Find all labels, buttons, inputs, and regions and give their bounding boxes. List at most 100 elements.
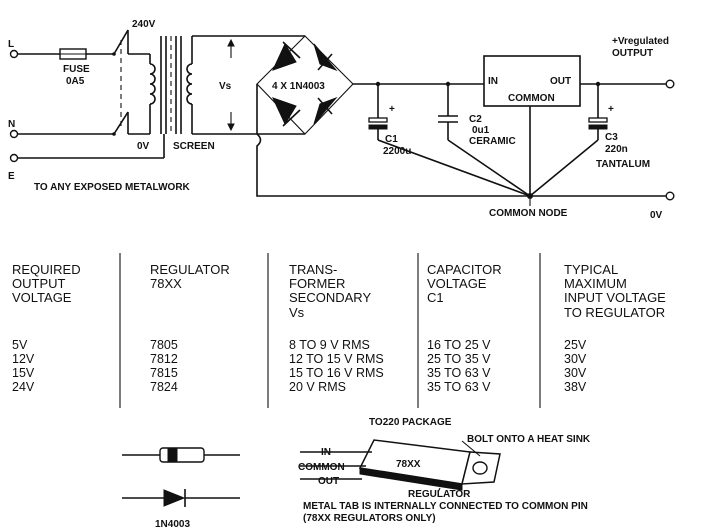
table-row: 12V 7812 12 TO 15 V RMS 25 TO 35 V 30V	[12, 352, 587, 366]
package-title: TO220 PACKAGE	[369, 417, 452, 428]
table-header: REQUIRED OUTPUT VOLTAGE REGULATOR 78XX T…	[12, 262, 666, 320]
table-row: 24V 7824 20 V RMS 35 TO 63 V 38V	[12, 380, 587, 394]
table-cell: 38V	[564, 380, 587, 394]
header-cell: SECONDARY	[289, 290, 371, 305]
to220-package-icon: TO220 PACKAGE IN COMMON OUT 78XX BOLT ON…	[298, 417, 591, 524]
voltage-regulator-icon: IN OUT COMMON	[483, 55, 581, 196]
table-cell: 20 V RMS	[289, 380, 346, 394]
table-cell: 24V	[12, 380, 35, 394]
header-cell: TYPICAL	[564, 262, 618, 277]
diode-icon	[313, 96, 338, 125]
diode-icon	[122, 489, 240, 507]
header-cell: 78XX	[150, 276, 182, 291]
package-body-label: 78XX	[396, 459, 421, 470]
table-cell: 7815	[150, 366, 178, 380]
regulator-table: REQUIRED OUTPUT VOLTAGE REGULATOR 78XX T…	[12, 253, 666, 408]
header-cell: C1	[427, 290, 444, 305]
neutral-label: N	[8, 119, 15, 130]
header-cell: REQUIRED	[12, 262, 81, 277]
table-cell: 5V	[12, 338, 28, 352]
capacitor-icon	[438, 84, 531, 197]
c2-name-label: C2	[469, 114, 482, 125]
output-line2: OUTPUT	[612, 48, 653, 59]
electrolytic-capacitor-icon	[529, 84, 608, 197]
reg-in-label: IN	[488, 76, 498, 87]
diode-package-drawing	[122, 447, 240, 463]
header-cell: CAPACITOR	[427, 262, 502, 277]
table-row: 5V 7805 8 TO 9 V RMS 16 TO 25 V 25V	[12, 338, 587, 352]
package-common-label: COMMON	[298, 462, 345, 473]
table-cell: 7805	[150, 338, 178, 352]
header-cell: INPUT VOLTAGE	[564, 290, 666, 305]
primary-0v-label: 0V	[137, 141, 150, 152]
common-node-dot	[527, 193, 533, 199]
reg-out-label: OUT	[550, 76, 571, 87]
table-cell: 30V	[564, 352, 587, 366]
c1-name-label: C1	[385, 134, 398, 145]
bridge-rectifier: 4 X 1N4003	[256, 35, 354, 135]
header-cell: VOLTAGE	[12, 290, 72, 305]
diode-icon	[272, 97, 301, 127]
table-cell: 12V	[12, 352, 35, 366]
diode-icon	[313, 43, 338, 72]
live-label: L	[8, 39, 14, 50]
c1-plus-label: +	[389, 104, 395, 115]
header-cell: OUTPUT	[12, 276, 66, 291]
c2-value-label: 0u1	[472, 125, 490, 136]
diode-label: 1N4003	[155, 519, 190, 530]
table-cell: 12 TO 15 V RMS	[289, 352, 384, 366]
transformer-icon: SCREEN	[149, 36, 215, 152]
terminal-icon	[665, 191, 675, 201]
mains-input: L N E FUSE 0A5 240V 0V TO ANY EXPOSED ME	[8, 19, 191, 193]
table-cell: 35 TO 63 V	[427, 380, 491, 394]
package-in-label: IN	[321, 447, 331, 458]
table-cell: 8 TO 9 V RMS	[289, 338, 370, 352]
primary-240v-label: 240V	[132, 19, 156, 30]
tab-note-line1: METAL TAB IS INTERNALLY CONNECTED TO COM…	[303, 501, 588, 512]
terminal-icon	[9, 49, 19, 59]
electrolytic-capacitor-icon	[368, 84, 531, 197]
common-node-label: COMMON NODE	[489, 208, 568, 219]
header-cell: MAXIMUM	[564, 276, 627, 291]
regulator-label: REGULATOR	[408, 489, 471, 500]
vs-label: Vs	[219, 81, 232, 92]
reg-common-label: COMMON	[508, 93, 555, 104]
table-cell: 7812	[150, 352, 178, 366]
table-cell: 30V	[564, 366, 587, 380]
earth-label: E	[8, 171, 15, 182]
fuse-icon	[59, 48, 87, 60]
header-cell: REGULATOR	[150, 262, 230, 277]
package-out-label: OUT	[318, 476, 339, 487]
header-cell: TRANS-	[289, 262, 337, 277]
table-cell: 25 TO 35 V	[427, 352, 491, 366]
bolt-label: BOLT ONTO A HEAT SINK	[467, 434, 591, 445]
table-cell: 15 TO 16 V RMS	[289, 366, 384, 380]
c3-plus-label: +	[608, 104, 614, 115]
table-cell: 16 TO 25 V	[427, 338, 491, 352]
tab-note-line2: (78XX REGULATORS ONLY)	[303, 513, 436, 524]
screen-label: SCREEN	[173, 141, 215, 152]
table-cell: 7824	[150, 380, 178, 394]
terminal-icon	[9, 153, 19, 163]
header-cell: VOLTAGE	[427, 276, 487, 291]
fuse-label: FUSE	[63, 64, 90, 75]
table-cell: 15V	[12, 366, 35, 380]
table-row: 15V 7815 15 TO 16 V RMS 35 TO 63 V 30V	[12, 366, 587, 380]
switch-icon	[112, 29, 129, 136]
c3-name-label: C3	[605, 132, 618, 143]
table-cell: 35 TO 63 V	[427, 366, 491, 380]
c3-value-label: 220n	[605, 144, 628, 155]
header-cell: FORMER	[289, 276, 345, 291]
header-cell: Vs	[289, 305, 305, 320]
output-line1: +Vregulated	[612, 36, 669, 47]
terminal-icon	[9, 129, 19, 139]
c2-type-label: CERAMIC	[469, 136, 516, 147]
table-cell: 25V	[564, 338, 587, 352]
terminal-icon	[665, 79, 675, 89]
header-cell: TO REGULATOR	[564, 305, 665, 320]
c3-type-label: TANTALUM	[596, 159, 650, 170]
zero-v-label: 0V	[650, 210, 663, 221]
metalwork-label: TO ANY EXPOSED METALWORK	[34, 182, 191, 193]
